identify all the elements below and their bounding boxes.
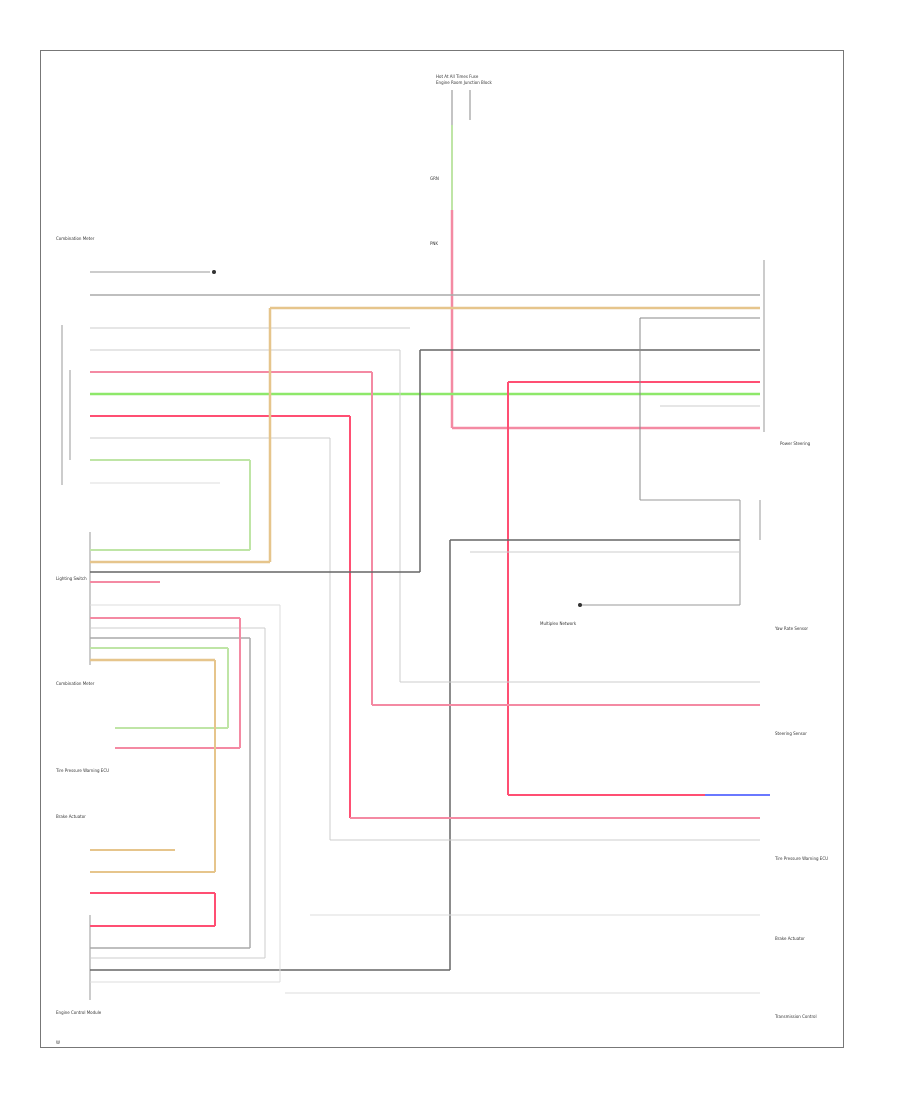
component-label: Engine Control Module — [56, 1010, 102, 1015]
component-label: Multiplex Network — [540, 621, 577, 626]
left-middle-connector: Lighting Switch — [56, 532, 91, 665]
component-label: Steering Sensor — [775, 731, 807, 736]
component-label: Brake Actuator — [56, 814, 86, 819]
ground-symbol — [212, 270, 216, 274]
component-label: Tire Pressure Warning ECU — [55, 768, 109, 773]
left-lower-connector: Combination Meter Tire Pressure Warning … — [55, 681, 109, 1015]
top-fuse-block: Hot At All Times Fuse Engine Room Juncti… — [436, 74, 493, 125]
component-label: Power Steering — [780, 441, 811, 446]
wire-label: PNK — [430, 241, 438, 246]
component-label: Combination Meter — [56, 681, 95, 686]
diagram-frame — [40, 50, 844, 1048]
component-label: Transmission Control — [774, 1014, 817, 1019]
component-label: Brake Actuator — [775, 936, 805, 941]
component-label: Combination Meter — [56, 236, 95, 241]
wire-label: GRN — [430, 176, 439, 181]
right-upper-connector: Power Steering — [639, 260, 811, 500]
left-upper-connector: Combination Meter — [56, 236, 95, 485]
footer-label: W — [56, 1040, 60, 1045]
component-label: Engine Room Junction Block — [436, 80, 493, 85]
right-middle-connector: Multiplex Network Yaw Rate Sensor — [449, 499, 808, 970]
component-label: Yaw Rate Sensor — [774, 626, 808, 631]
component-label: Lighting Switch — [56, 576, 87, 581]
component-label: Hot At All Times Fuse — [436, 74, 479, 79]
component-label: Tire Pressure Warning ECU — [774, 856, 828, 861]
